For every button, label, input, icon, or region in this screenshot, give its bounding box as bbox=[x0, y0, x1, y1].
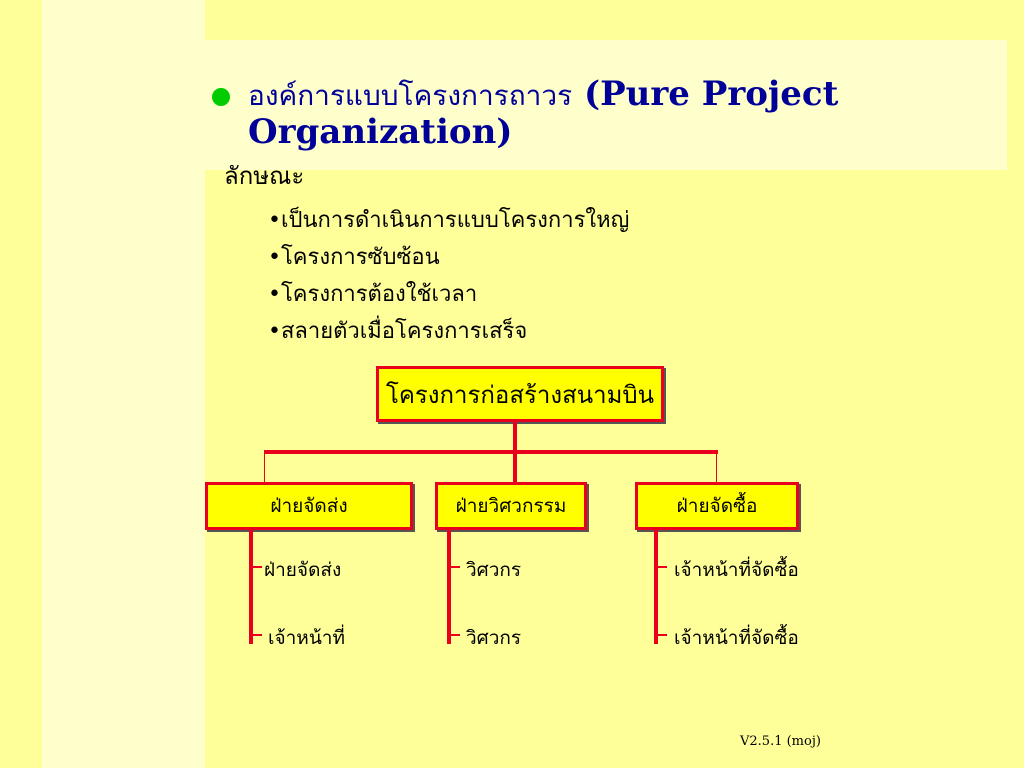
sub-item: เจ้าหน้าที่จัดซื้อ bbox=[674, 559, 799, 581]
stem-purchasing bbox=[654, 530, 658, 644]
connector-left-drop bbox=[264, 450, 265, 482]
tick bbox=[451, 634, 460, 636]
title-thai: องค์การแบบโครงการถาวร bbox=[248, 79, 573, 112]
title-english: (Pure Project Organization) bbox=[248, 74, 839, 152]
stem-engineering bbox=[447, 530, 451, 644]
sub-item: เจ้าหน้าที่ bbox=[268, 627, 346, 649]
feature-item: •สลายตัวเมื่อโครงการเสร็จ bbox=[268, 319, 528, 344]
tick bbox=[253, 566, 262, 568]
connector-horizontal bbox=[264, 450, 718, 454]
connector-right-drop bbox=[716, 450, 717, 482]
feature-item: •โครงการซับซ้อน bbox=[268, 245, 440, 270]
tick bbox=[451, 566, 460, 568]
sub-item: วิศวกร bbox=[466, 559, 522, 581]
version-footer: V2.5.1 (moj) bbox=[740, 734, 821, 749]
sub-item: เจ้าหน้าที่จัดซื้อ bbox=[674, 627, 799, 649]
tick bbox=[658, 566, 667, 568]
title-band bbox=[205, 40, 1007, 170]
department-box-engineering: ฝ่ายวิศวกรรม bbox=[435, 482, 587, 530]
background-stripe-middle bbox=[42, 0, 205, 768]
department-box-delivery: ฝ่ายจัดส่ง bbox=[205, 482, 413, 530]
sub-item: ฝ่ายจัดส่ง bbox=[264, 559, 342, 581]
green-bullet-icon bbox=[212, 88, 230, 106]
department-box-purchasing: ฝ่ายจัดซื้อ bbox=[635, 482, 799, 530]
tick bbox=[253, 634, 262, 636]
org-top-box: โครงการก่อสร้างสนามบิน bbox=[376, 366, 664, 422]
tick bbox=[658, 634, 667, 636]
stem-delivery bbox=[249, 530, 253, 644]
sub-item: วิศวกร bbox=[466, 627, 522, 649]
feature-item: •โครงการต้องใช้เวลา bbox=[268, 282, 478, 307]
feature-item: •เป็นการดำเนินการแบบโครงการใหญ่ bbox=[268, 208, 630, 233]
subheading: ลักษณะ bbox=[224, 162, 305, 190]
background-stripe-left bbox=[0, 0, 42, 768]
title-text: องค์การแบบโครงการถาวร (Pure Project Orga… bbox=[248, 76, 1008, 150]
